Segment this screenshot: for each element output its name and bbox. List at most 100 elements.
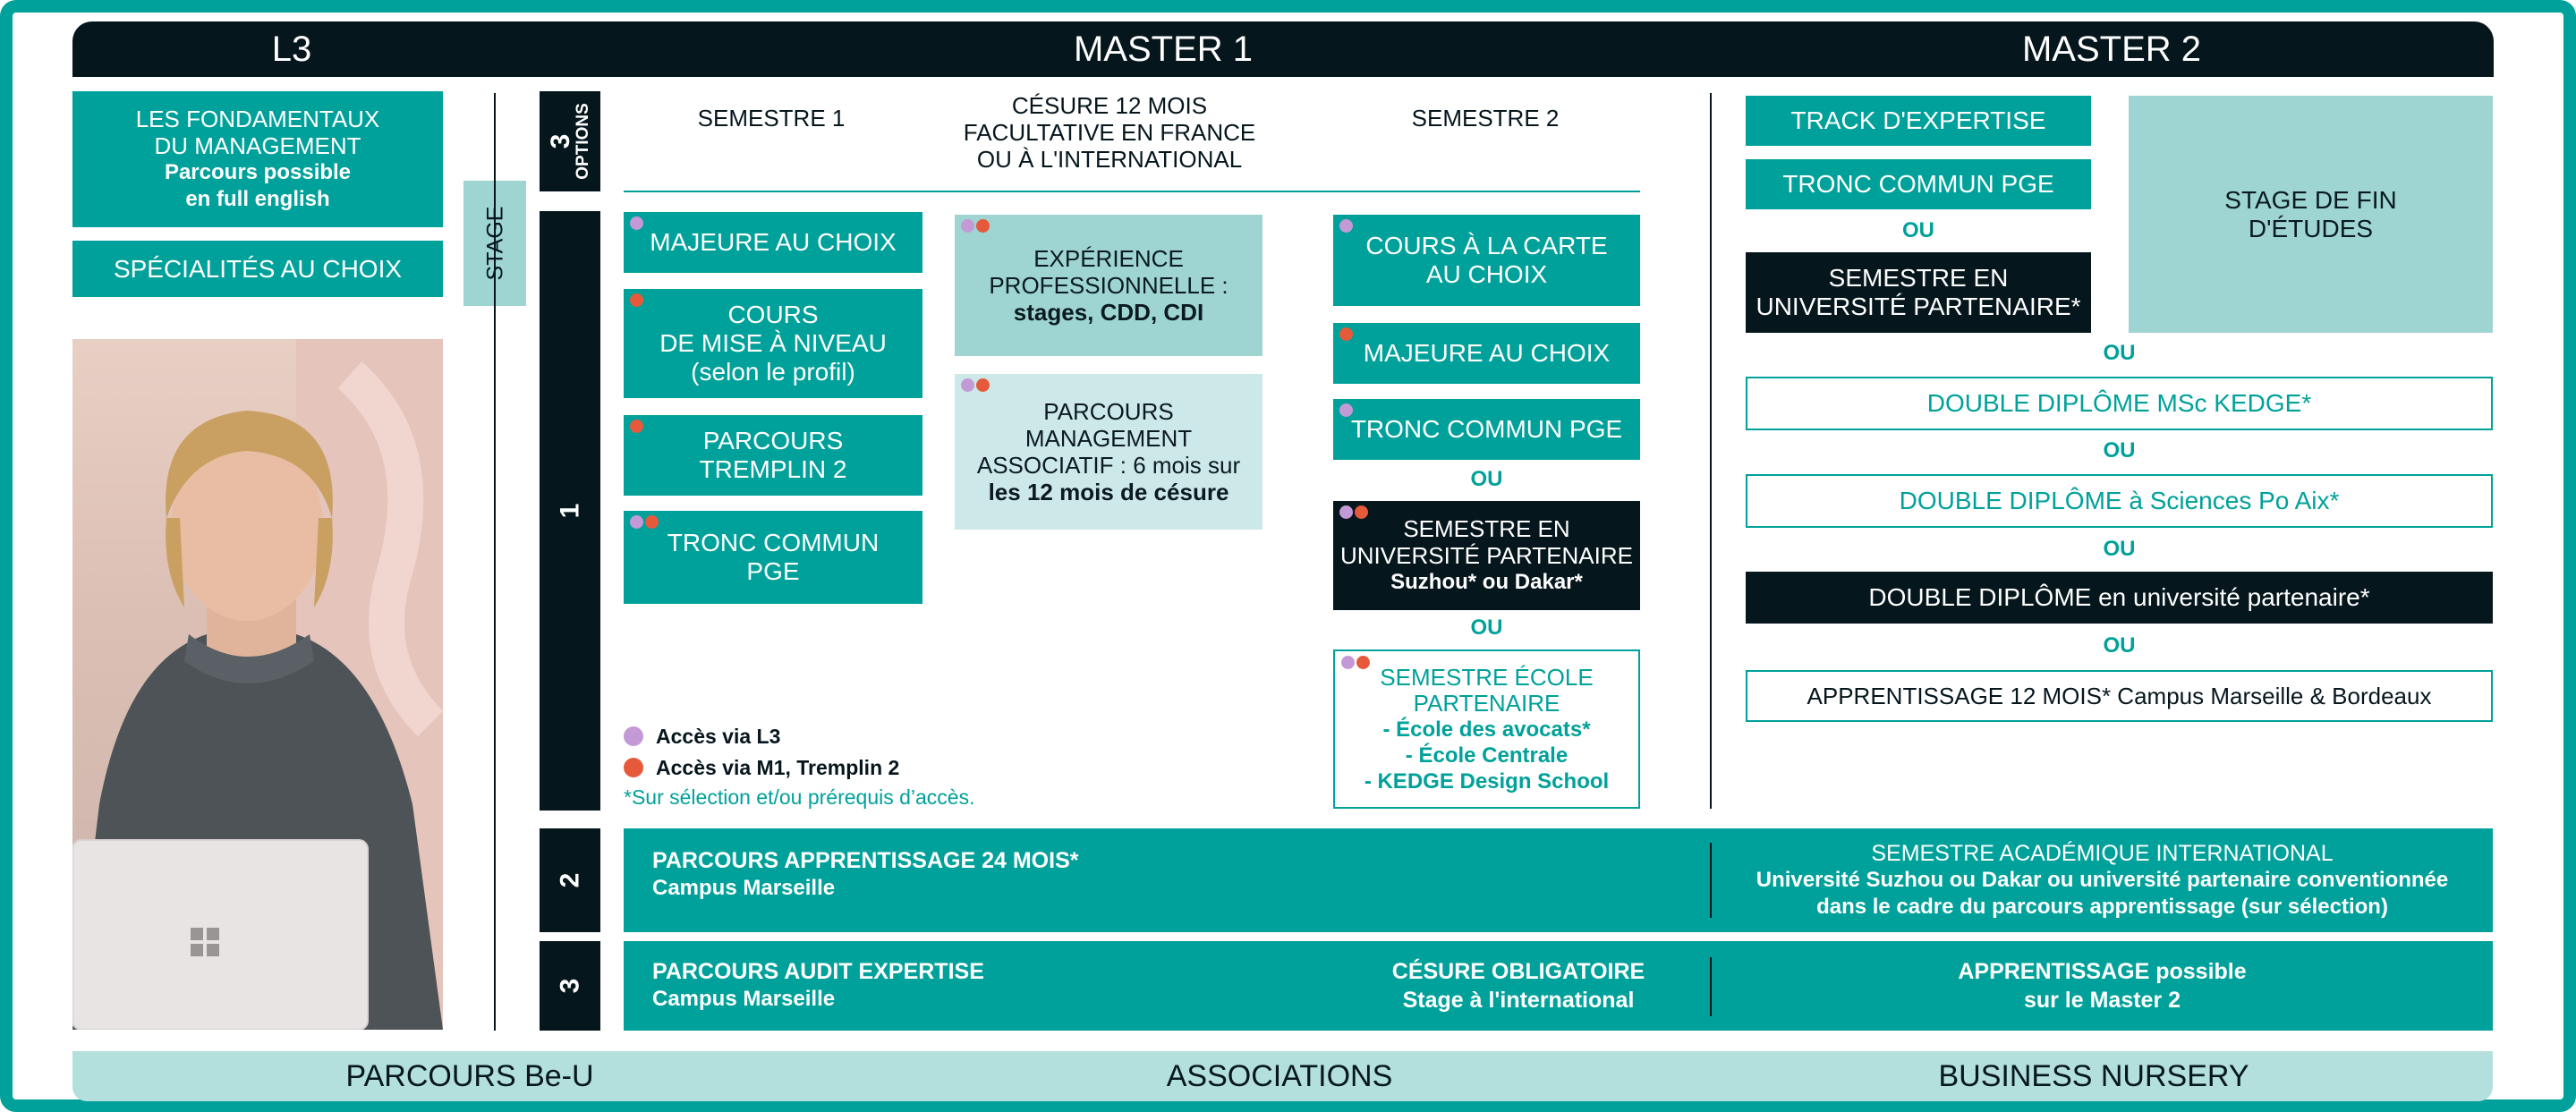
cesure-exp-line1: EXPÉRIENCE	[1033, 245, 1184, 272]
m2-stage-box: STAGE DE FIN D'ÉTUDES	[2129, 96, 2493, 333]
l3-access-dot	[961, 378, 974, 392]
m2-dd-univ-box: DOUBLE DIPLÔME en université partenaire*	[1746, 572, 2493, 624]
s1-tronc-line2: PGE	[746, 557, 800, 585]
legend-l3-label: Accès via L3	[656, 724, 781, 748]
option2-bar: PARCOURS APPRENTISSAGE 24 MOIS* Campus M…	[624, 828, 2493, 932]
separator-m1-m2	[1710, 93, 1712, 809]
m1-access-dot	[1339, 327, 1353, 341]
s2-ou-1: OU	[1470, 467, 1503, 491]
l3-access-dot	[1339, 505, 1353, 519]
cesure-asso-line3: ASSOCIATIF : 6 mois sur	[976, 452, 1241, 479]
header-master2: MASTER 2	[2021, 29, 2202, 69]
option2-left: PARCOURS APPRENTISSAGE 24 MOIS* Campus M…	[652, 846, 1458, 902]
semestre1-header: SEMESTRE 1	[697, 105, 846, 132]
access-dots	[1339, 327, 1353, 341]
s1-majeure-label: MAJEURE AU CHOIX	[650, 228, 897, 256]
option3-cesure-line1: CÉSURE OBLIGATOIRE	[1391, 959, 1645, 984]
m2-univ-line1: SEMESTRE EN	[1828, 264, 2009, 292]
student-illustration	[72, 339, 443, 1030]
s1-cours-line3: (selon le profil)	[691, 358, 855, 386]
s2-ecole-line3: - École des avocats*	[1382, 717, 1591, 742]
option3-left: PARCOURS AUDIT EXPERTISE Campus Marseill…	[652, 957, 1279, 1013]
l3-access-dot	[630, 216, 643, 230]
footer-beu: PARCOURS Be-U	[345, 1058, 594, 1093]
m1-access-dot	[976, 219, 990, 233]
l3-access-dot	[1341, 656, 1355, 669]
header-l3: L3	[271, 29, 312, 69]
l3-access-dot	[1339, 403, 1353, 417]
m2-dd-scpo-box: DOUBLE DIPLÔME à Sciences Po Aix*	[1746, 474, 2493, 528]
access-dots	[630, 515, 659, 529]
s2-majeure-label: MAJEURE AU CHOIX	[1363, 339, 1611, 367]
student-photo	[72, 339, 443, 1030]
cesure-header: CÉSURE 12 MOIS FACULTATIVE EN FRANCE OU …	[939, 88, 1279, 177]
option3-divider	[1710, 957, 1712, 1016]
options-label: 3 OPTIONS	[540, 91, 600, 191]
access-dots	[630, 420, 643, 433]
m1-access-dot	[630, 420, 643, 433]
s2-tronc-box: TRONC COMMUN PGE	[1333, 399, 1640, 460]
m1-legend-dot	[624, 758, 643, 777]
s2-univ-line2: UNIVERSITÉ PARTENAIRE	[1340, 542, 1633, 569]
access-dots	[630, 293, 643, 307]
m2-ou-2: OU	[2103, 438, 2136, 463]
s2-ecole-box: SEMESTRE ÉCOLE PARTENAIRE - École des av…	[1333, 649, 1640, 809]
l3-access-dot	[1339, 219, 1353, 233]
fondamentaux-line1: LES FONDAMENTAUX	[135, 106, 380, 132]
cesure-experience-box: EXPÉRIENCE PROFESSIONNELLE : stages, CDD…	[955, 215, 1262, 356]
m2-ou-4: OU	[2103, 633, 2136, 658]
option3-right: APPRENTISSAGE possible sur le Master 2	[1712, 950, 2493, 1022]
l3-legend-dot	[624, 726, 643, 746]
access-dots	[961, 219, 990, 233]
m2-dd-kedge-box: DOUBLE DIPLÔME MSc KEDGE*	[1746, 377, 2493, 430]
fondamentaux-line3: Parcours possible	[164, 160, 352, 184]
row-label-3: 3	[540, 941, 600, 1031]
cesure-exp-line2: PROFESSIONNELLE :	[989, 272, 1228, 299]
cesure-asso-line1: PARCOURS	[1043, 398, 1174, 425]
option3-bar: PARCOURS AUDIT EXPERTISE Campus Marseill…	[624, 941, 2493, 1031]
s1-tremplin-box: PARCOURS TREMPLIN 2	[624, 415, 922, 496]
footer-associations: ASSOCIATIONS	[1166, 1058, 1393, 1093]
legend-item-m1: Accès via M1, Tremplin 2	[624, 751, 1125, 784]
cesure-asso-line2: MANAGEMENT	[1024, 425, 1193, 452]
m1-access-dot	[645, 515, 659, 529]
s2-univ-line1: SEMESTRE EN	[1403, 515, 1570, 542]
cesure-header-line3: OU À L'INTERNATIONAL	[976, 146, 1243, 173]
m1-access-dot	[1356, 656, 1370, 669]
s2-ecole-line1: SEMESTRE ÉCOLE	[1380, 663, 1594, 691]
legend-item-l3: Accès via L3	[624, 721, 1125, 751]
cesure-associatif-box: PARCOURS MANAGEMENT ASSOCIATIF : 6 mois …	[955, 374, 1262, 530]
options-number: 3	[546, 133, 576, 149]
s1-tremplin-line1: PARCOURS	[702, 427, 844, 454]
m2-ou-3: OU	[2103, 537, 2136, 561]
fondamentaux-box: LES FONDAMENTAUX DU MANAGEMENT Parcours …	[72, 91, 443, 227]
access-dots	[1341, 656, 1370, 669]
specialites-box: SPÉCIALITÉS AU CHOIX	[72, 241, 443, 297]
m1-header-underline	[624, 191, 1640, 192]
option2-campus: Campus Marseille	[652, 876, 836, 900]
legend: Accès via L3 Accès via M1, Tremplin 2 *S…	[624, 721, 1125, 811]
m2-tronc-box: TRONC COMMUN PGE	[1746, 159, 2091, 209]
row-label-3-text: 3	[555, 978, 584, 994]
cesure-header-line2: FACULTATIVE EN FRANCE	[963, 119, 1256, 146]
option2-divider	[1710, 843, 1712, 918]
options-word: OPTIONS	[574, 103, 593, 180]
s1-majeure-box: MAJEURE AU CHOIX	[624, 212, 922, 273]
m2-universite-box: SEMESTRE EN UNIVERSITÉ PARTENAIRE*	[1746, 252, 2091, 333]
m2-apprentissage-box: APPRENTISSAGE 12 MOIS* Campus Marseille …	[1746, 670, 2493, 722]
m1-access-dot	[630, 293, 643, 307]
fondamentaux-line2: DU MANAGEMENT	[154, 132, 361, 159]
s2-ecole-line5: - KEDGE Design School	[1364, 768, 1610, 794]
cesure-header-line1: CÉSURE 12 MOIS	[1011, 92, 1208, 119]
option2-right-line3: dans le cadre du parcours apprentissage …	[1816, 895, 2388, 919]
m1-access-dot	[976, 378, 990, 392]
m2-stage-line2: D'ÉTUDES	[2248, 214, 2374, 242]
cesure-asso-line4: les 12 mois de césure	[988, 479, 1229, 505]
s1-cours-line1: COURS	[727, 301, 819, 328]
option2-right: SEMESTRE ACADÉMIQUE INTERNATIONAL Univer…	[1712, 836, 2493, 925]
s2-carte-line1: COURS À LA CARTE	[1365, 232, 1608, 259]
m2-ou-small: OU	[1902, 218, 1934, 242]
footer-nursery: BUSINESS NURSERY	[1938, 1058, 2249, 1093]
header-master1: MASTER 1	[1073, 29, 1254, 69]
option3-cesure: CÉSURE OBLIGATOIRE Stage à l'internation…	[1339, 950, 1697, 1022]
